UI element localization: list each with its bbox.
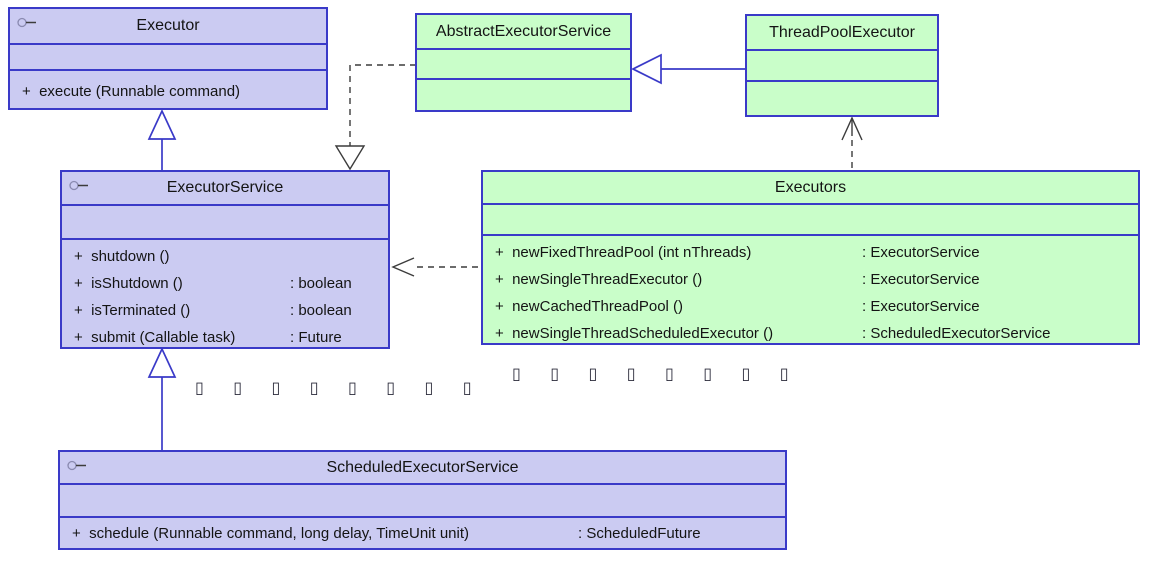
- method-row: + newCachedThreadPool () : ExecutorServi…: [483, 293, 1138, 320]
- class-box-executorservice[interactable]: ExecutorService + shutdown () + isShutdo…: [60, 170, 390, 349]
- method-row: + submit (Callable task) : Future: [62, 324, 388, 351]
- method-return-type: : boolean: [290, 302, 352, 319]
- generalization-threadpoolexecutor-to-abstractexecutorservice[interactable]: [631, 53, 745, 85]
- realization-abstractexecutorservice-to-executorservice[interactable]: [334, 64, 416, 171]
- class-title-bar: ExecutorService: [62, 172, 388, 204]
- method-signature: + newFixedThreadPool (int nThreads): [495, 244, 752, 261]
- method-signature: + isTerminated (): [74, 302, 191, 319]
- method-row: + shutdown (): [62, 243, 388, 270]
- missing-glyph-text-left: ▯ ▯ ▯ ▯ ▯ ▯ ▯ ▯: [195, 380, 485, 397]
- method-signature: + newSingleThreadScheduledExecutor (): [495, 325, 774, 342]
- missing-glyph-text-right: ▯ ▯ ▯ ▯ ▯ ▯ ▯ ▯: [512, 366, 802, 383]
- class-title-bar: Executors: [483, 172, 1138, 203]
- attributes-compartment: [483, 203, 1138, 234]
- method-signature: + isShutdown (): [74, 275, 183, 292]
- method-return-type: : ExecutorService: [862, 244, 980, 261]
- method-signature: + schedule (Runnable command, long delay…: [72, 524, 470, 542]
- class-box-scheduledexecutorservice[interactable]: ScheduledExecutorService + schedule (Run…: [58, 450, 787, 550]
- method-row: + isTerminated () : boolean: [62, 297, 388, 324]
- methods-compartment: + newFixedThreadPool (int nThreads) : Ex…: [483, 234, 1138, 343]
- interface-icon: [67, 458, 89, 471]
- class-box-executors[interactable]: Executors + newFixedThreadPool (int nThr…: [481, 170, 1140, 345]
- generalization-scheduledexecutorservice-to-executorservice[interactable]: [147, 346, 177, 450]
- attributes-compartment: [417, 48, 630, 78]
- method-return-type: : ScheduledExecutorService: [862, 325, 1051, 342]
- class-title: AbstractExecutorService: [435, 22, 612, 40]
- method-row: + newSingleThreadExecutor () : ExecutorS…: [483, 266, 1138, 293]
- class-title: ThreadPoolExecutor: [769, 23, 915, 41]
- class-title: Executors: [774, 178, 847, 196]
- class-title: Executor: [136, 17, 200, 34]
- methods-compartment: + schedule (Runnable command, long delay…: [60, 516, 785, 548]
- class-box-executor[interactable]: Executor + execute (Runnable command): [8, 7, 328, 110]
- method-row: + execute (Runnable command): [10, 71, 326, 110]
- interface-icon: [17, 15, 39, 28]
- method-row: + schedule (Runnable command, long delay…: [60, 518, 785, 548]
- method-return-type: : boolean: [290, 275, 352, 292]
- method-signature: + submit (Callable task): [74, 329, 236, 346]
- method-signature: + newSingleThreadExecutor (): [495, 271, 703, 288]
- method-row: + newFixedThreadPool (int nThreads) : Ex…: [483, 239, 1138, 266]
- class-box-abstractexecutorservice[interactable]: AbstractExecutorService: [415, 13, 632, 112]
- class-title-bar: AbstractExecutorService: [417, 15, 630, 48]
- class-title: ScheduledExecutorService: [326, 458, 519, 476]
- class-box-threadpoolexecutor[interactable]: ThreadPoolExecutor: [745, 14, 939, 117]
- methods-compartment: + execute (Runnable command): [10, 69, 326, 110]
- method-signature: + newCachedThreadPool (): [495, 298, 684, 315]
- class-title-bar: ThreadPoolExecutor: [747, 16, 937, 49]
- class-title: ExecutorService: [166, 179, 284, 196]
- method-return-type: : ScheduledFuture: [578, 524, 701, 542]
- method-return-type: : ExecutorService: [862, 298, 980, 315]
- dependency-executors-to-executorservice[interactable]: [391, 257, 478, 277]
- dependency-executors-to-threadpoolexecutor[interactable]: [841, 116, 863, 168]
- method-signature: + execute (Runnable command): [22, 83, 241, 100]
- generalization-executorservice-to-executor[interactable]: [147, 108, 177, 170]
- method-signature: + shutdown (): [74, 248, 170, 265]
- method-return-type: : ExecutorService: [862, 271, 980, 288]
- attributes-compartment: [62, 204, 388, 238]
- method-row: + newSingleThreadScheduledExecutor () : …: [483, 320, 1138, 347]
- class-title-bar: ScheduledExecutorService: [60, 452, 785, 483]
- methods-compartment: [747, 80, 937, 115]
- method-row: + isShutdown () : boolean: [62, 270, 388, 297]
- methods-compartment: [417, 78, 630, 110]
- class-title-bar: Executor: [10, 9, 326, 43]
- method-return-type: : Future: [290, 329, 342, 346]
- attributes-compartment: [747, 49, 937, 80]
- methods-compartment: + shutdown () + isShutdown () : boolean …: [62, 238, 388, 347]
- interface-icon: [69, 178, 91, 191]
- attributes-compartment: [60, 483, 785, 516]
- attributes-compartment: [10, 43, 326, 69]
